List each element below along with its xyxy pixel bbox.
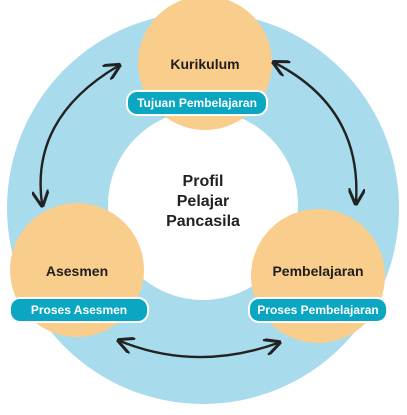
- arrow-asesmen-pembelajaran: [120, 341, 278, 359]
- arrow-kurikulum-asesmen: [41, 66, 118, 204]
- node-title-kurikulum: Kurikulum: [170, 56, 240, 72]
- pill-tujuan-pembelajaran: Tujuan Pembelajaran: [126, 90, 268, 116]
- node-title-pembelajaran: Pembelajaran: [272, 263, 364, 279]
- pill-proses-pembelajaran: Proses Pembelajaran: [248, 297, 388, 323]
- pill-proses-asesmen: Proses Asesmen: [9, 297, 149, 323]
- center-line-1: Profil: [182, 173, 224, 190]
- node-title-asesmen: Asesmen: [45, 263, 109, 279]
- center-line-2: Pelajar: [176, 193, 230, 210]
- center-label: Profil Pelajar Pancasila: [133, 172, 273, 232]
- inner-circle: [108, 110, 298, 300]
- arrow-kurikulum-pembelajaran: [275, 63, 356, 202]
- center-line-3: Pancasila: [166, 213, 240, 230]
